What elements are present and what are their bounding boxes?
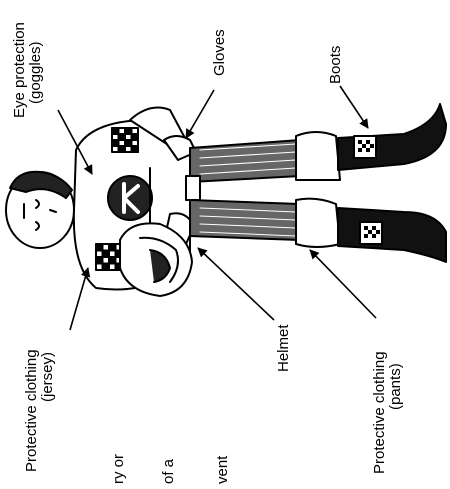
gloves-leader (186, 90, 214, 138)
rider-head (6, 172, 74, 248)
boots-leader (340, 86, 368, 128)
label-eye-protection: Eye protection (goggles) (12, 22, 44, 118)
cutoff-text-2: of a (160, 459, 177, 484)
pants-leader (310, 250, 376, 318)
cutoff-text-1: ry or (110, 454, 127, 484)
helmet-leader (198, 248, 274, 320)
label-boots: Boots (328, 46, 344, 84)
label-gloves: Gloves (212, 29, 228, 76)
pants (186, 132, 340, 247)
label-pants: Protective clothing (pants) (372, 351, 404, 474)
label-jersey: Protective clothing (jersey) (24, 349, 56, 472)
cutoff-text-3: vent (214, 456, 231, 484)
boots-drawing (338, 104, 446, 262)
jersey-leader (70, 268, 88, 330)
label-helmet: Helmet (276, 324, 292, 372)
